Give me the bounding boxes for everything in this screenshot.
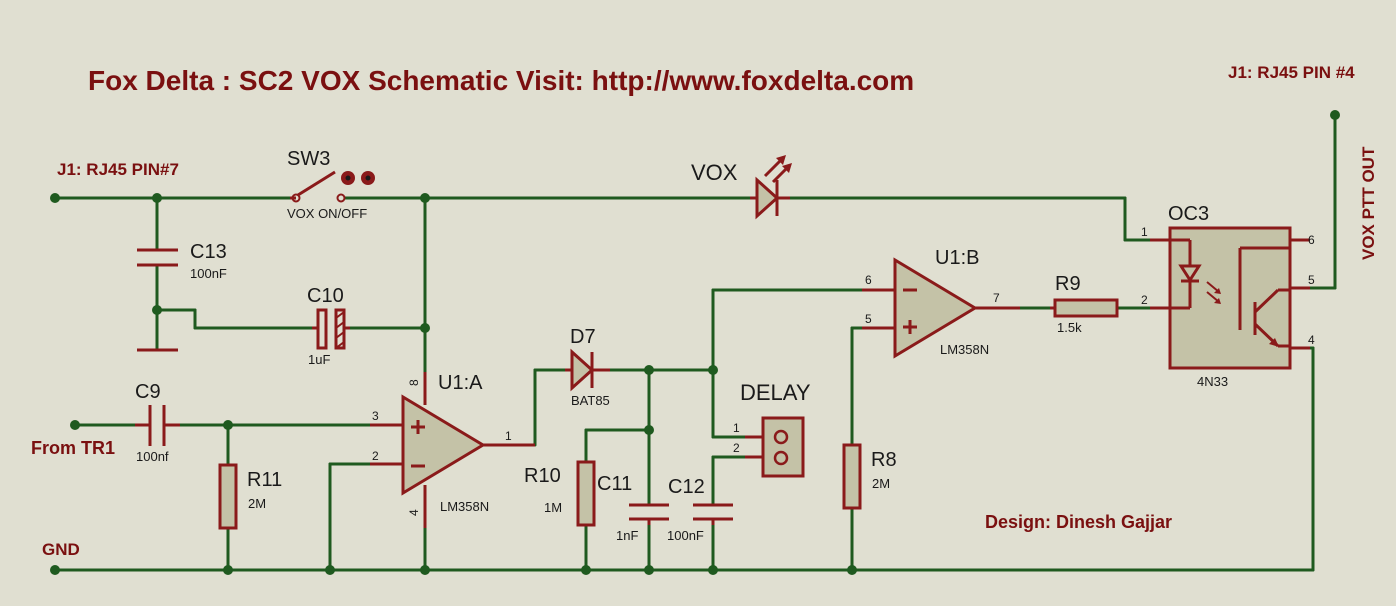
schematic-title: Fox Delta : SC2 VOX Schematic Visit: htt… bbox=[88, 65, 914, 96]
oc3-pin6: 6 bbox=[1308, 233, 1315, 247]
u1a-ref: U1:A bbox=[438, 372, 483, 394]
oc3-pin4: 4 bbox=[1308, 333, 1315, 347]
connector-delay: DELAY 1 2 bbox=[733, 380, 811, 478]
net-label-from-tr1: From TR1 bbox=[31, 438, 115, 458]
oc3-part: 4N33 bbox=[1197, 374, 1228, 389]
optocoupler-oc3: OC3 4N33 1 2 6 5 4 bbox=[1141, 203, 1315, 389]
sw3-ref: SW3 bbox=[287, 148, 330, 170]
r11-ref: R11 bbox=[247, 469, 282, 491]
led-vox: VOX bbox=[691, 155, 792, 220]
d7-ref: D7 bbox=[570, 326, 596, 348]
c9-value: 100nf bbox=[136, 449, 169, 464]
c10-ref: C10 bbox=[307, 285, 344, 307]
r9-value: 1.5k bbox=[1057, 320, 1082, 335]
r9-ref: R9 bbox=[1055, 273, 1081, 295]
opamp-u1a: U1:A LM358N 3 2 1 8 4 bbox=[370, 372, 535, 528]
u1b-pin7: 7 bbox=[993, 291, 1000, 305]
d7-part: BAT85 bbox=[571, 393, 610, 408]
u1a-pin2: 2 bbox=[372, 449, 379, 463]
switch-sw3: SW3 VOX ON/OFF bbox=[287, 148, 375, 221]
u1a-pin3: 3 bbox=[372, 409, 379, 423]
u1a-pin1: 1 bbox=[505, 429, 512, 443]
u1b-pin6: 6 bbox=[865, 273, 872, 287]
resistor-r8: R8 2M bbox=[842, 443, 897, 510]
c11-ref: C11 bbox=[597, 473, 632, 495]
designer-credit: Design: Dinesh Gajjar bbox=[985, 512, 1172, 532]
r8-value: 2M bbox=[872, 476, 890, 491]
u1b-part: LM358N bbox=[940, 342, 989, 357]
capacitor-c11: C11 1nF bbox=[597, 473, 669, 543]
c13-value: 100nF bbox=[190, 266, 227, 281]
opamp-u1b: U1:B LM358N 6 5 7 bbox=[862, 247, 1020, 359]
r8-ref: R8 bbox=[871, 449, 897, 471]
c12-ref: C12 bbox=[668, 476, 705, 498]
capacitor-c10: C10 1uF bbox=[307, 285, 350, 367]
sw3-label: VOX ON/OFF bbox=[287, 206, 367, 221]
delay-pin2: 2 bbox=[733, 441, 740, 455]
net-label-vox-ptt-out: VOX PTT OUT bbox=[1359, 146, 1378, 260]
r10-value: 1M bbox=[544, 500, 562, 515]
u1a-part: LM358N bbox=[440, 499, 489, 514]
u1b-ref: U1:B bbox=[935, 247, 979, 269]
resistor-r10: R10 1M bbox=[524, 460, 596, 527]
net-label-gnd: GND bbox=[42, 540, 80, 559]
c10-value: 1uF bbox=[308, 352, 330, 367]
delay-ref: DELAY bbox=[740, 380, 811, 405]
junction-dots bbox=[50, 110, 1340, 575]
capacitor-c12: C12 100nF bbox=[667, 476, 733, 543]
capacitor-c9: C9 100nf bbox=[135, 381, 180, 464]
r10-ref: R10 bbox=[524, 465, 561, 487]
capacitor-c13: C13 100nF bbox=[137, 241, 227, 352]
delay-pin1: 1 bbox=[733, 421, 740, 435]
resistor-r11: R11 2M bbox=[218, 463, 282, 530]
r11-value: 2M bbox=[248, 496, 266, 511]
resistor-r9: R9 1.5k bbox=[1050, 273, 1119, 335]
diode-d7: D7 BAT85 bbox=[565, 326, 610, 408]
c11-value: 1nF bbox=[616, 528, 638, 543]
u1a-pin8: 8 bbox=[407, 379, 421, 386]
net-label-j1-pin4: J1: RJ45 PIN #4 bbox=[1228, 63, 1355, 82]
oc3-pin2: 2 bbox=[1141, 293, 1148, 307]
u1b-pin5: 5 bbox=[865, 312, 872, 326]
c13-ref: C13 bbox=[190, 241, 227, 263]
vox-led-ref: VOX bbox=[691, 160, 738, 185]
oc3-ref: OC3 bbox=[1168, 203, 1209, 225]
net-label-j1-pin7: J1: RJ45 PIN#7 bbox=[57, 160, 179, 179]
c12-value: 100nF bbox=[667, 528, 704, 543]
oc3-pin5: 5 bbox=[1308, 273, 1315, 287]
c9-ref: C9 bbox=[135, 381, 161, 403]
u1a-pin4: 4 bbox=[407, 509, 421, 516]
oc3-pin1: 1 bbox=[1141, 225, 1148, 239]
